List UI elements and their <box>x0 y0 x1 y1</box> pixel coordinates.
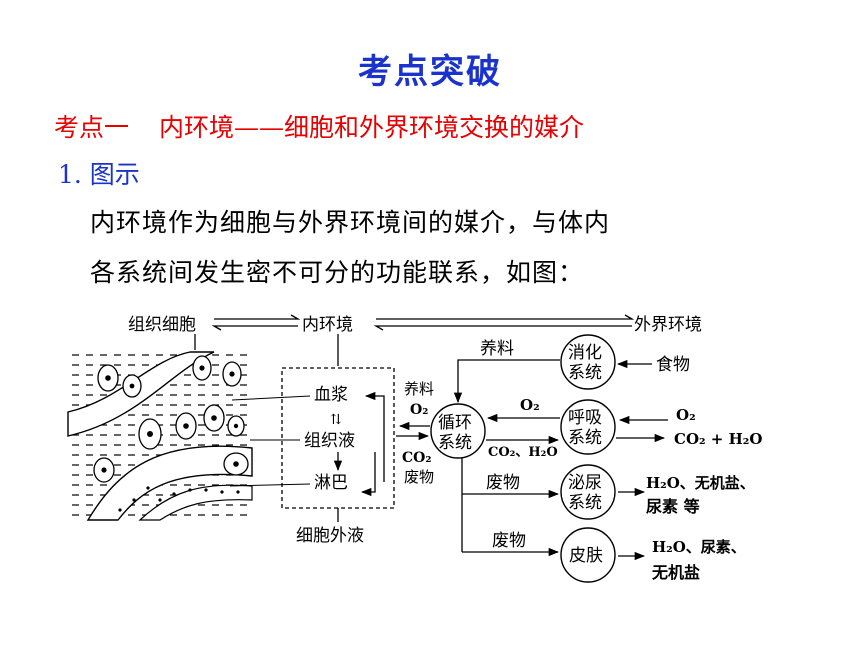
urin-line-1: 泌尿 <box>568 473 602 493</box>
circ-line-1: 循环 <box>438 413 472 433</box>
arrow-digest-to-circ <box>453 359 560 404</box>
label-skin-out-1: H₂O、尿素、 <box>652 538 746 556</box>
exchange-arrow-internal-external <box>373 314 635 331</box>
section-heading: 考点一内环境——细胞和外界环境交换的媒介 <box>54 108 584 144</box>
label-co2-waste-2: 废物 <box>404 468 434 486</box>
label-o2-in: O₂ <box>410 402 428 418</box>
item-heading: 1. 图示 <box>58 160 140 189</box>
label-urine-out-1: H₂O、无机盐、 <box>646 474 755 492</box>
digest-line-2: 系统 <box>568 363 602 383</box>
section-title: 内环境——细胞和外界环境交换的媒介 <box>159 113 585 142</box>
label-nutrients: 养料 <box>480 339 514 359</box>
urin-line-2: 系统 <box>568 493 602 513</box>
swap-arrows: ⇅ <box>330 412 342 428</box>
paragraph-line-2: 各系统间发生密不可分的功能联系，如图： <box>90 258 585 287</box>
fluid-flow-arrows <box>333 391 385 497</box>
label-o2: O₂ <box>520 396 540 414</box>
node-digestive-system <box>560 334 616 390</box>
section-number: 考点一 <box>54 113 130 142</box>
lymph-vessel <box>67 351 215 437</box>
pointer-lines <box>229 395 311 487</box>
label-waste-1: 废物 <box>486 473 520 493</box>
resp-line-1: 呼吸 <box>568 408 602 428</box>
cell-nuclei <box>101 365 239 473</box>
label-external-env: 外界环境 <box>634 315 702 335</box>
capillary-vessel <box>86 445 253 521</box>
label-tissue-cell: 组织细胞 <box>128 315 196 335</box>
label-nutrients-in: 养料 <box>404 380 434 398</box>
resp-line-2: 系统 <box>568 428 602 448</box>
node-urinary-system <box>560 464 616 520</box>
blood-cells <box>118 486 240 512</box>
circ-line-2: 系统 <box>438 433 472 453</box>
label-co2-h2o-out: CO₂ + H₂O <box>674 430 762 448</box>
paragraph-line-1: 内环境作为细胞与外界环境间的媒介，与体内 <box>90 208 611 237</box>
label-co2-h2o: CO₂、H₂O <box>488 445 558 460</box>
node-circulatory-system <box>430 403 486 459</box>
skin-label: 皮肤 <box>569 546 603 566</box>
digest-line-1: 消化 <box>568 343 602 363</box>
exchange-arrow-cell-internal <box>211 314 301 331</box>
label-o2-external: O₂ <box>676 406 696 424</box>
label-co2-waste-1: CO₂ <box>402 450 431 466</box>
label-food: 食物 <box>656 355 690 375</box>
label-extracellular-fluid: 细胞外液 <box>296 526 364 546</box>
page-title: 考点突破 <box>358 52 502 92</box>
label-plasma: 血浆 <box>314 385 348 405</box>
node-respiratory-system <box>560 399 616 455</box>
label-urine-out-2: 尿素 等 <box>646 497 700 516</box>
vessel-branch <box>138 484 253 521</box>
label-lymph: 淋巴 <box>314 473 348 493</box>
label-waste-2: 废物 <box>492 531 526 551</box>
label-internal-env: 内环境 <box>302 315 353 335</box>
label-skin-out-2: 无机盐 <box>651 563 700 582</box>
node-skin <box>560 527 616 583</box>
label-tissue-fluid: 组织液 <box>304 431 355 451</box>
tissue-illustration <box>67 351 253 521</box>
